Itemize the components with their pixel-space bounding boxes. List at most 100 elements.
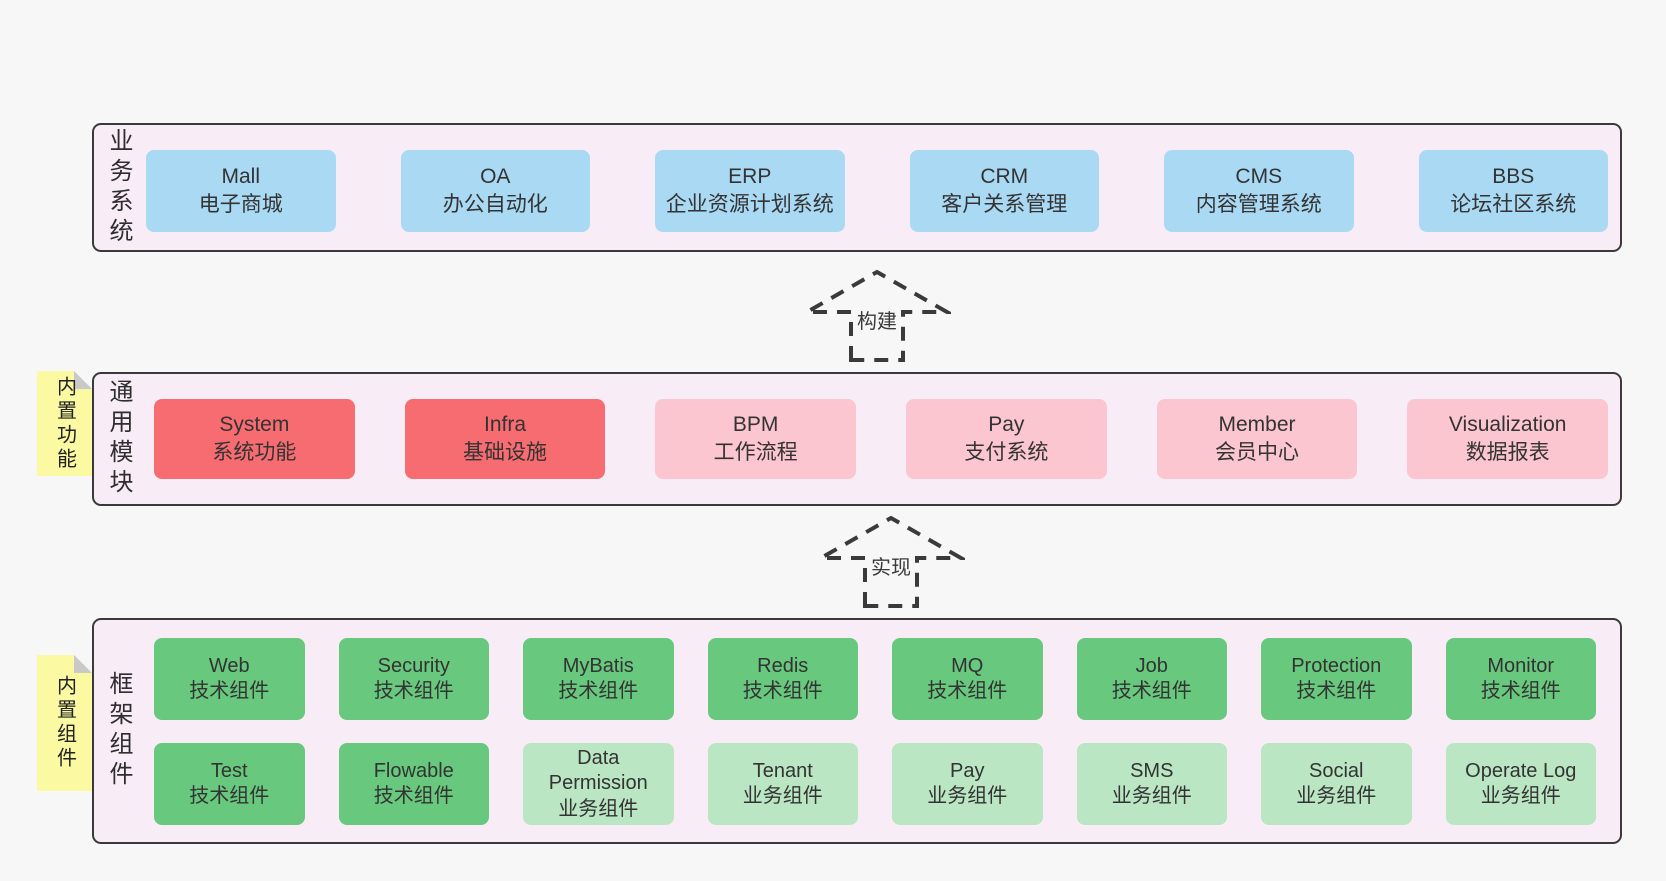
box-subtitle: 支付系统 [964, 441, 1049, 464]
box-title: Flowable [373, 759, 454, 782]
box-sms: SMS 业务组件 [1076, 743, 1227, 825]
box-subtitle: 技术组件 [927, 680, 1008, 702]
box-subtitle: 业务组件 [1480, 785, 1561, 807]
box-title: Web [208, 654, 250, 677]
box-subtitle: 技术组件 [189, 785, 270, 807]
sticky-note-label: 内置功能 [53, 375, 76, 472]
box-oa: OA 办公自动化 [400, 150, 590, 232]
box-web: Web 技术组件 [154, 638, 305, 720]
box-title: Pay [988, 413, 1025, 437]
box-flowable: Flowable 技术组件 [338, 743, 489, 825]
box-subtitle: 技术组件 [373, 785, 454, 807]
box-job: Job 技术组件 [1076, 638, 1227, 720]
box-title: BBS [1492, 165, 1535, 189]
box-pay-component: Pay 业务组件 [892, 743, 1043, 825]
box-subtitle: 内容管理系统 [1195, 193, 1322, 216]
box-subtitle: 技术组件 [558, 680, 639, 702]
box-subtitle: 会员中心 [1215, 441, 1300, 464]
panel-side-label: 框架组件 [105, 671, 132, 791]
box-subtitle: 技术组件 [373, 680, 454, 702]
box-title: Job [1135, 654, 1168, 677]
box-subtitle: 业务组件 [558, 797, 639, 820]
components-box-row-2: Test 技术组件 Flowable 技术组件 Data Permission … [154, 743, 1596, 825]
box-subtitle: 企业资源计划系统 [665, 193, 834, 216]
box-title: Security [377, 654, 450, 677]
box-subtitle: 电子商城 [198, 193, 283, 216]
box-tenant: Tenant 业务组件 [707, 743, 858, 825]
box-subtitle: 技术组件 [1480, 680, 1561, 702]
panel-side-label: 业务系统 [105, 127, 132, 248]
box-title: Pay [950, 759, 985, 782]
box-title: Tenant [752, 759, 813, 782]
box-title: Monitor [1487, 654, 1555, 677]
box-mall: Mall 电子商城 [146, 150, 336, 232]
box-title: System [219, 413, 290, 437]
box-subtitle: 业务组件 [927, 785, 1008, 807]
arrow-label-build: 构建 [854, 311, 900, 333]
box-security: Security 技术组件 [338, 638, 489, 720]
arrow-label-implement: 实现 [868, 557, 914, 579]
business-box-row: Mall 电子商城 OA 办公自动化 ERP 企业资源计划系统 CRM 客户关系… [146, 150, 1608, 232]
sticky-note-built-in-features: 内置功能 [37, 371, 92, 476]
box-bbs: BBS 论坛社区系统 [1418, 150, 1608, 232]
box-title: Member [1218, 413, 1296, 437]
box-erp: ERP 企业资源计划系统 [655, 150, 845, 232]
box-title: MQ [951, 654, 984, 677]
box-visualization: Visualization 数据报表 [1407, 399, 1609, 479]
box-mq: MQ 技术组件 [892, 638, 1043, 720]
modules-box-row: System 系统功能 Infra 基础设施 BPM 工作流程 Pay 支付系统… [154, 399, 1609, 479]
box-subtitle: 技术组件 [1111, 680, 1192, 702]
box-monitor: Monitor 技术组件 [1445, 638, 1596, 720]
box-redis: Redis 技术组件 [707, 638, 858, 720]
box-member: Member 会员中心 [1156, 399, 1358, 479]
box-title: SMS [1130, 759, 1174, 782]
panel-framework-components: 框架组件 Web 技术组件 Security 技术组件 MyBatis 技术组件… [92, 618, 1622, 844]
panel-side-label: 通用模块 [105, 379, 132, 499]
box-subtitle: 数据报表 [1465, 441, 1550, 464]
box-title: Redis [757, 654, 809, 677]
box-subtitle: 办公自动化 [442, 193, 548, 216]
box-title: Protection [1291, 654, 1382, 677]
box-subtitle: 业务组件 [1296, 785, 1377, 807]
box-bpm: BPM 工作流程 [655, 399, 857, 479]
box-operate-log: Operate Log 业务组件 [1445, 743, 1596, 825]
box-mybatis: MyBatis 技术组件 [523, 638, 674, 720]
box-protection: Protection 技术组件 [1261, 638, 1412, 720]
box-subtitle: 技术组件 [189, 680, 270, 702]
box-title: Infra [483, 413, 527, 437]
sticky-note-label: 内置组件 [53, 675, 76, 771]
box-subtitle: 基础设施 [463, 441, 547, 464]
box-title: Mall [221, 165, 260, 189]
box-title: Visualization [1448, 413, 1567, 437]
box-subtitle: 技术组件 [1296, 680, 1377, 702]
box-title: OA [480, 165, 511, 189]
box-subtitle: 技术组件 [742, 680, 823, 702]
box-crm: CRM 客户关系管理 [909, 150, 1099, 232]
box-social: Social 业务组件 [1261, 743, 1412, 825]
box-title: ERP [728, 165, 772, 189]
box-data-permission: Data Permission 业务组件 [523, 743, 674, 825]
panel-common-modules: 通用模块 System 系统功能 Infra 基础设施 BPM 工作流程 Pay… [92, 372, 1622, 506]
box-subtitle: 客户关系管理 [941, 193, 1068, 216]
box-title: BPM [732, 413, 779, 437]
box-title: Operate Log [1465, 759, 1577, 782]
box-test: Test 技术组件 [154, 743, 305, 825]
box-title: CRM [980, 165, 1029, 189]
box-infra: Infra 基础设施 [404, 399, 606, 479]
box-subtitle: 工作流程 [713, 441, 798, 464]
sticky-note-built-in-components: 内置组件 [37, 655, 92, 791]
box-subtitle: 论坛社区系统 [1450, 193, 1577, 216]
box-subtitle: 业务组件 [742, 785, 823, 807]
box-pay-system: Pay 支付系统 [906, 399, 1107, 479]
box-title: CMS [1235, 165, 1283, 189]
box-title: Test [210, 759, 248, 782]
dashed-up-arrow-icon [803, 269, 951, 362]
box-title: Data Permission [548, 746, 648, 795]
box-title: MyBatis [562, 654, 634, 677]
components-box-row-1: Web 技术组件 Security 技术组件 MyBatis 技术组件 Redi… [154, 638, 1596, 720]
dashed-up-arrow-icon [817, 515, 965, 608]
box-cms: CMS 内容管理系统 [1164, 150, 1354, 232]
box-subtitle: 系统功能 [212, 441, 297, 464]
box-subtitle: 业务组件 [1111, 785, 1192, 807]
